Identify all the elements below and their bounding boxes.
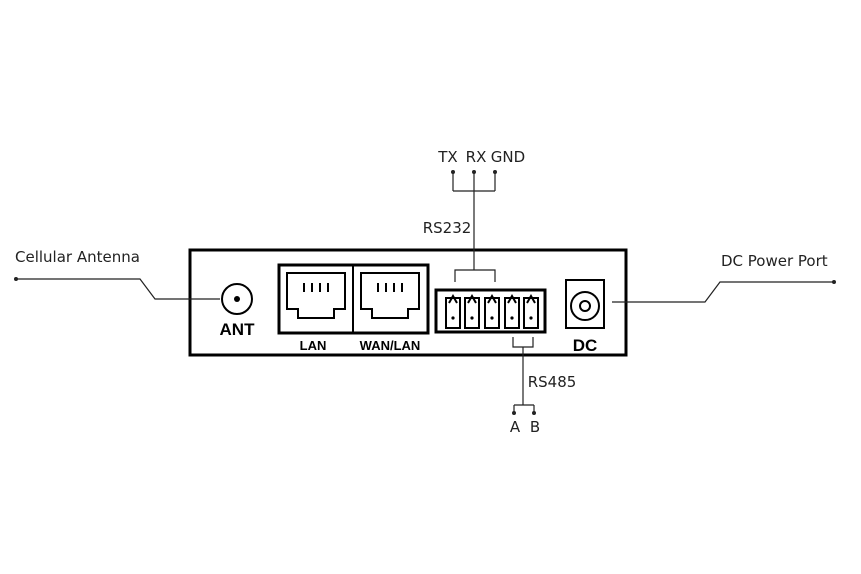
rs232-label: RS232 (423, 219, 472, 237)
terminal-block (434, 288, 547, 334)
cellular-antenna-leader (14, 277, 220, 300)
dc-power-port-label: DC Power Port (721, 252, 828, 270)
a-label: A (510, 418, 521, 436)
wan-lan-label: WAN/LAN (360, 338, 421, 353)
lan-label: LAN (300, 338, 327, 353)
dc-jack (565, 279, 605, 329)
ethernet-ports (277, 263, 430, 335)
rs232-leader (451, 170, 497, 282)
rs485-label: RS485 (528, 373, 577, 391)
rx-label: RX (466, 148, 487, 166)
gnd-label: GND (491, 148, 525, 166)
terminal-pin-4 (504, 293, 520, 329)
dc-power-port-leader (612, 280, 836, 303)
dc-label: DC (573, 336, 598, 355)
b-label: B (530, 418, 540, 436)
terminal-pin-3 (484, 293, 500, 329)
wan-lan-port (360, 272, 420, 319)
tx-label: TX (437, 148, 457, 166)
antenna-connector (221, 283, 253, 315)
ant-label: ANT (220, 320, 256, 339)
rs485-leader (512, 337, 536, 415)
cellular-antenna-label: Cellular Antenna (15, 248, 140, 266)
terminal-pin-1 (445, 293, 461, 329)
terminal-pin-2 (464, 293, 480, 329)
terminal-pin-5 (523, 293, 539, 329)
lan-port (286, 272, 346, 319)
